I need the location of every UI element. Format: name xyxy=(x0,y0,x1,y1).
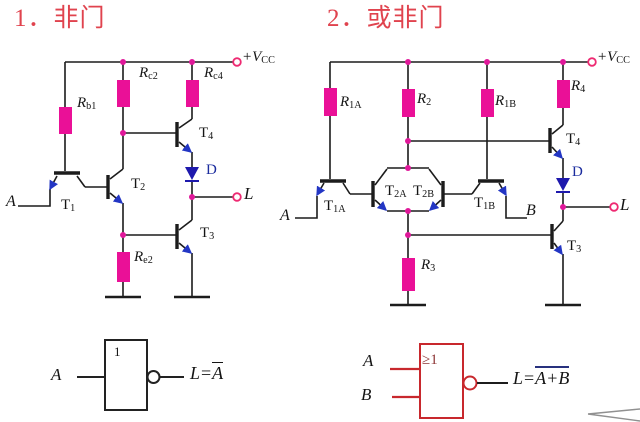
nor-symbol-output-expression: L=A+B xyxy=(513,366,570,388)
not-symbol-inversion-bubble xyxy=(146,370,161,384)
junction-dot xyxy=(560,59,566,65)
junction-dot xyxy=(189,194,195,200)
resistor-r4-label: R4 xyxy=(571,78,586,96)
diode-d-label: D xyxy=(572,164,583,180)
nor-circuit-collector-lines xyxy=(342,124,564,232)
transistor-t2a-label: T2A xyxy=(385,183,407,201)
resistor-r1b-label: R1B xyxy=(495,93,517,111)
transistor-base-bars xyxy=(54,122,179,249)
transistor-t3-label: T3 xyxy=(200,225,215,243)
nor-symbol-box xyxy=(419,343,464,419)
section-title-not-gate: 1．非门 xyxy=(14,5,106,32)
transistor-base-bars xyxy=(320,128,554,249)
transistor-t1a-label: T1A xyxy=(324,198,346,216)
resistor-re2-label: Re2 xyxy=(134,249,153,267)
resistor-rc4 xyxy=(186,80,199,107)
output-terminal-l xyxy=(609,202,619,212)
transistor-t2b-emitter-arrow xyxy=(428,199,442,211)
resistor-re2 xyxy=(117,252,130,282)
junction-dot xyxy=(120,232,126,238)
transistor-t4-emitter-arrow xyxy=(551,146,563,160)
resistor-rc2-label: Rc2 xyxy=(139,65,158,83)
transistor-t1-emitter-arrow xyxy=(49,175,59,191)
junction-dot xyxy=(189,59,195,65)
transistor-t4-label: T4 xyxy=(199,125,214,143)
transistor-t2b-label: T2B xyxy=(413,183,435,201)
section-title-nor-gate: 2．或非门 xyxy=(327,5,445,32)
transistor-t4-label: T4 xyxy=(566,131,581,149)
diode-d xyxy=(185,167,199,182)
input-b-label: B xyxy=(526,202,536,219)
not-circuit-wires xyxy=(18,61,233,297)
resistor-r2 xyxy=(402,89,415,117)
diode-d xyxy=(556,178,570,193)
transistor-t1b-emitter-arrow xyxy=(497,182,507,197)
transistor-t3-label: T3 xyxy=(567,238,582,256)
junction-dot xyxy=(405,138,411,144)
junction-dot xyxy=(405,59,411,65)
junction-dot xyxy=(484,59,490,65)
not-symbol-function-label: 1 xyxy=(114,344,121,359)
resistor-r2-label: R2 xyxy=(417,91,432,109)
transistor-t3-emitter-arrow xyxy=(553,242,563,256)
transistor-t1b-label: T1B xyxy=(474,195,496,213)
resistor-r1a xyxy=(324,88,337,116)
resistor-r1a-label: R1A xyxy=(340,94,362,112)
not-gate-symbol xyxy=(77,339,184,411)
not-gate-circuit xyxy=(18,57,242,299)
resistor-rc4-label: Rc4 xyxy=(204,65,223,83)
transistor-t2a-emitter-arrow xyxy=(374,199,388,211)
not-circuit-collector-lines xyxy=(76,118,193,231)
transistor-t3-emitter-arrow xyxy=(178,242,193,254)
nor-symbol-function-label: ≥1 xyxy=(422,352,438,368)
transistor-t1-label: T1 xyxy=(61,197,76,215)
vcc-terminal xyxy=(587,57,597,67)
resistor-r1b xyxy=(481,89,494,117)
junction-dot xyxy=(120,59,126,65)
junction-dot xyxy=(405,165,411,171)
output-l-label: L xyxy=(620,195,630,214)
corner-watermark-shape xyxy=(587,408,640,422)
not-symbol-input-a-label: A xyxy=(51,365,62,384)
vcc-terminal xyxy=(232,57,242,67)
resistor-rc2 xyxy=(117,80,130,107)
nor-symbol-input-b-label: B xyxy=(361,385,372,404)
input-a-label: A xyxy=(6,193,16,210)
nor-symbol-inversion-bubble xyxy=(462,375,478,391)
resistor-r3-label: R3 xyxy=(421,257,436,275)
resistor-r3 xyxy=(402,258,415,291)
junction-dot xyxy=(560,204,566,210)
not-symbol-box xyxy=(104,339,148,411)
transistor-t2-emitter-arrow xyxy=(109,192,124,204)
transistor-t4-emitter-arrow xyxy=(178,141,193,153)
output-l-label: L xyxy=(244,184,254,203)
junction-dot xyxy=(405,208,411,214)
nor-gate-symbol xyxy=(390,343,508,419)
input-a-label: A xyxy=(280,207,290,224)
vcc-label: +VCC xyxy=(597,49,630,67)
not-symbol-output-expression: L=A xyxy=(190,362,224,383)
vcc-label: +VCC xyxy=(242,49,275,67)
transistor-t2-label: T2 xyxy=(131,176,146,194)
resistor-rb1 xyxy=(59,107,72,134)
transistor-t1a-emitter-arrow xyxy=(316,182,326,197)
junction-dot xyxy=(120,130,126,136)
output-terminal-l xyxy=(232,192,242,202)
junction-dot xyxy=(405,232,411,238)
nor-gate-circuit xyxy=(295,57,619,307)
resistor-r4 xyxy=(557,80,570,108)
nor-symbol-input-a-label: A xyxy=(363,351,374,370)
diode-d-label: D xyxy=(206,162,217,178)
resistor-rb1-label: Rb1 xyxy=(77,95,97,113)
